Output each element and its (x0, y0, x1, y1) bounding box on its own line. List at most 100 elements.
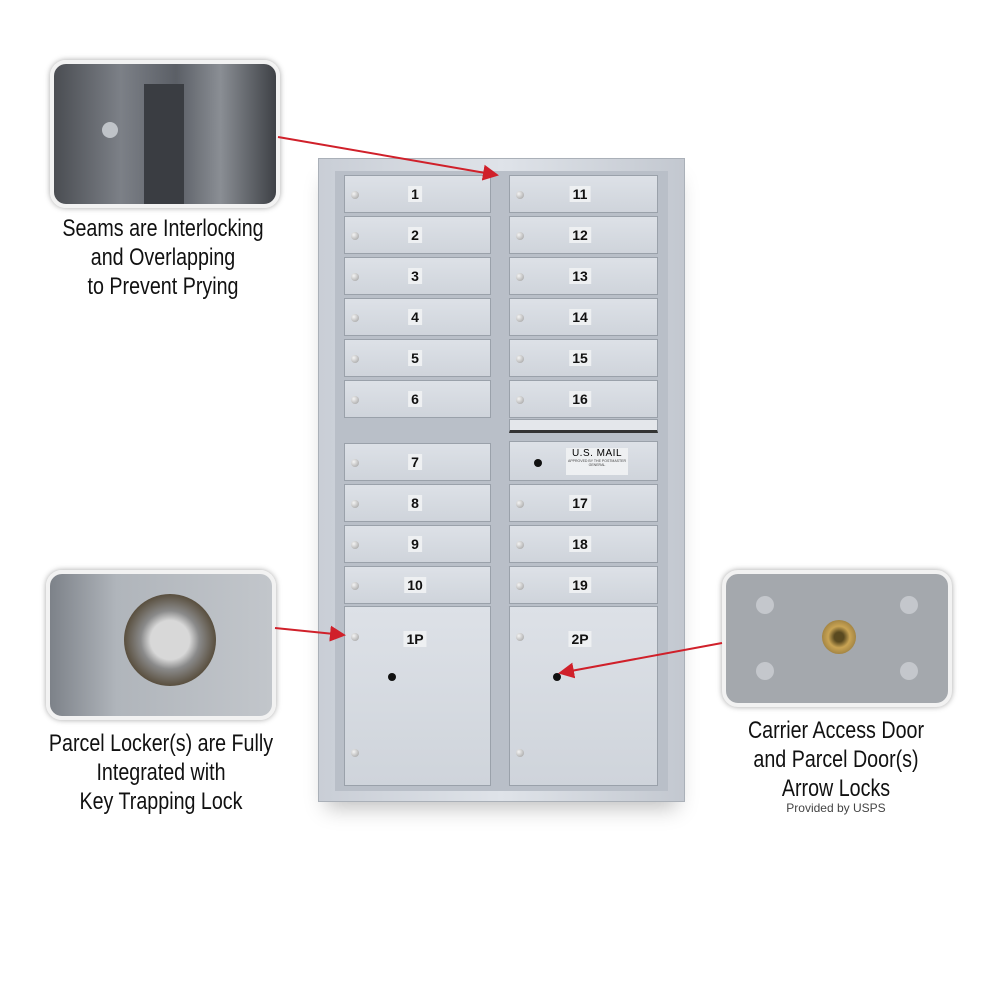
mailbox-door-1P[interactable]: 1P (344, 606, 491, 786)
door-number: 13 (569, 268, 591, 284)
mailbox-door-14[interactable]: 14 (509, 298, 658, 336)
caption-line: Carrier Access Door (747, 717, 925, 744)
door-number: 15 (569, 350, 591, 366)
lock-icon (516, 355, 524, 363)
door-number: 12 (569, 227, 591, 243)
lock-icon (516, 541, 524, 549)
door-number: 16 (569, 391, 591, 407)
lock-icon (351, 541, 359, 549)
caption-line: and Overlapping (90, 244, 236, 271)
key-lock-icon (124, 594, 216, 686)
outgoing-mail-slot[interactable] (509, 419, 658, 433)
mailbox-door-9[interactable]: 9 (344, 525, 491, 563)
caption-line: Arrow Locks (781, 775, 891, 802)
door-number: 5 (408, 350, 422, 366)
mailbox-door-2P[interactable]: 2P (509, 606, 658, 786)
mailbox-door-18[interactable]: 18 (509, 525, 658, 563)
door-number: 8 (408, 495, 422, 511)
door-number: 7 (408, 454, 422, 470)
lock-icon (351, 355, 359, 363)
arrow-lock-keyhole[interactable] (388, 673, 396, 681)
mailbox-door-1[interactable]: 1 (344, 175, 491, 213)
lock-icon (516, 582, 524, 590)
lock-icon (516, 633, 524, 641)
lock-icon (516, 500, 524, 508)
door-number: 6 (408, 391, 422, 407)
screw-icon (102, 122, 118, 138)
door-number: 1P (403, 631, 427, 647)
arrow-lock-keyhole[interactable] (534, 459, 542, 467)
rivet (900, 596, 918, 614)
seam-closeup-photo (50, 60, 280, 208)
parcel-lock-closeup-photo (46, 570, 276, 720)
mailbox-door-12[interactable]: 12 (509, 216, 658, 254)
mailbox-door-10[interactable]: 10 (344, 566, 491, 604)
lock-icon (351, 232, 359, 240)
mailbox-door-13[interactable]: 13 (509, 257, 658, 295)
caption-line: Parcel Locker(s) are Fully (48, 730, 274, 757)
mailbox-door-16[interactable]: 16 (509, 380, 658, 418)
mailbox-door-17[interactable]: 17 (509, 484, 658, 522)
door-number: 4 (408, 309, 422, 325)
door-number: 17 (569, 495, 591, 511)
arrow-seams (277, 136, 499, 181)
arrow-arrow-lock (558, 642, 723, 679)
caption-line: Seams are Interlocking (62, 215, 264, 242)
rivet (900, 662, 918, 680)
mailbox-door-4[interactable]: 4 (344, 298, 491, 336)
lock-icon (516, 396, 524, 404)
door-number: 11 (569, 186, 591, 202)
arrow-parcel-lock (274, 625, 346, 642)
mailbox-door-2[interactable]: 2 (344, 216, 491, 254)
mailbox-door-7[interactable]: 7 (344, 443, 491, 481)
caption-parcel-locker: Parcel Locker(s) are Fully Integrated wi… (38, 729, 284, 816)
mailbox-door-19[interactable]: 19 (509, 566, 658, 604)
caption-line: to Prevent Prying (87, 273, 239, 300)
mailbox-door-8[interactable]: 8 (344, 484, 491, 522)
lock-icon (351, 459, 359, 467)
door-number: 2P (568, 631, 592, 647)
mailbox-door-15[interactable]: 15 (509, 339, 658, 377)
rivet (756, 662, 774, 680)
caption-line: Integrated with (96, 759, 226, 786)
lock-icon (516, 314, 524, 322)
door-number: 18 (569, 536, 591, 552)
arrow-lock-keyhole[interactable] (553, 673, 561, 681)
lock-icon (351, 396, 359, 404)
lock-icon (516, 232, 524, 240)
door-number: 9 (408, 536, 422, 552)
caption-line: Key Trapping Lock (79, 788, 243, 815)
arrow-lock-icon (822, 620, 856, 654)
us-mail-label-title: U.S. MAIL (571, 448, 623, 459)
lock-icon (351, 273, 359, 281)
caption-note: Provided by USPS (786, 801, 886, 815)
lock-icon (351, 749, 359, 757)
caption-line: and Parcel Door(s) (753, 746, 919, 773)
lock-icon (351, 314, 359, 322)
door-number: 2 (408, 227, 422, 243)
lock-icon (351, 191, 359, 199)
arrow-lock-closeup-photo (722, 570, 952, 707)
mailbox-door-6[interactable]: 6 (344, 380, 491, 418)
door-number: 3 (408, 268, 422, 284)
lock-icon (351, 500, 359, 508)
lock-icon (351, 582, 359, 590)
lock-icon (516, 191, 524, 199)
mailbox-door-3[interactable]: 3 (344, 257, 491, 295)
mailbox-door-5[interactable]: 5 (344, 339, 491, 377)
us-mail-label-sub: APPROVED BY THE POSTMASTER GENERAL (567, 459, 627, 467)
rivet (756, 596, 774, 614)
lock-icon (516, 273, 524, 281)
caption-arrow-locks: Carrier Access Door and Parcel Door(s) A… (713, 716, 959, 803)
seam-hinge (144, 84, 184, 204)
lock-icon (516, 749, 524, 757)
door-number: 10 (404, 577, 426, 593)
mailbox-door-11[interactable]: 11 (509, 175, 658, 213)
caption-seams: Seams are Interlocking and Overlapping t… (40, 214, 286, 301)
door-number: 1 (408, 186, 422, 202)
